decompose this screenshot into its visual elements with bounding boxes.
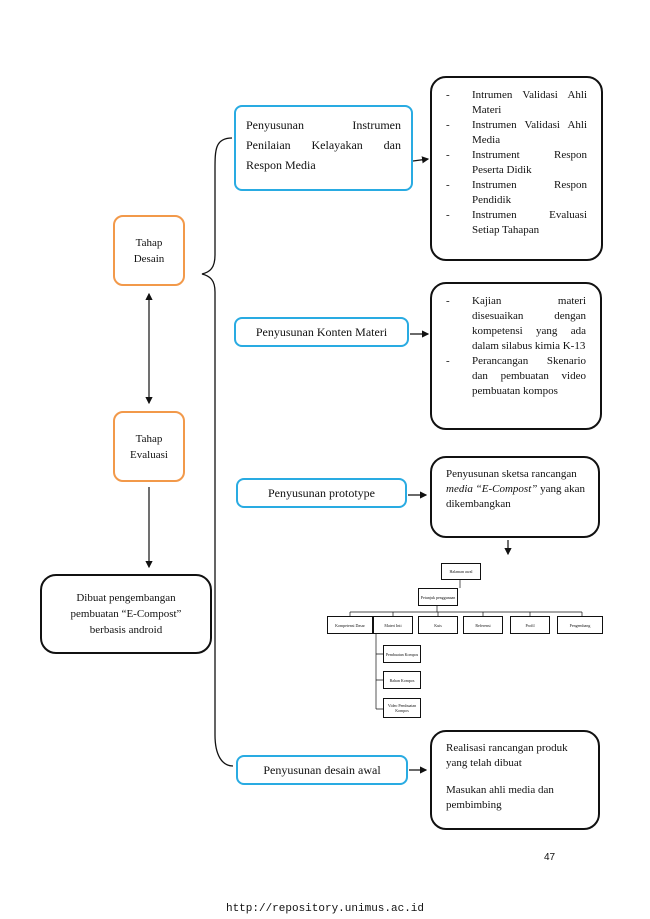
sketch-sub-label: Pembuatan Kompos xyxy=(385,651,419,657)
list-item: Instrument Respon Peserta Didik xyxy=(432,148,587,178)
sketch-row-item: Referensi xyxy=(463,616,503,634)
sketch-second: Petunjuk penggunaan xyxy=(418,588,458,606)
stage-desain-line2: Desain xyxy=(133,252,165,265)
sketch-sub-item: Video Pembuatan Kompos xyxy=(383,698,421,718)
sketch-second-label: Petunjuk penggunaan xyxy=(420,594,456,600)
sketch-row-item: Kuis xyxy=(418,616,458,634)
sketch-row-item: Kompetensi Dasar xyxy=(327,616,373,634)
step-desain-awal-text: Penyusunan desain awal xyxy=(263,763,381,777)
step-prototype: Penyusunan prototype xyxy=(236,478,407,508)
detail-konten: Kajian materi disesuaikan dengan kompete… xyxy=(430,282,602,430)
step-desain-awal: Penyusunan desain awal xyxy=(236,755,408,785)
sketch-top: Halaman awal xyxy=(441,563,481,580)
list-item: Kajian materi disesuaikan dengan kompete… xyxy=(432,294,586,354)
desain-awal-text-2: Masukan ahli media dan pembimbing xyxy=(446,784,554,811)
stage-evaluasi-line2: Evaluasi xyxy=(130,448,168,461)
sketch-sub-item: Bahan Kompos xyxy=(383,671,421,689)
prototype-text-media: media “E-Compost” xyxy=(446,483,538,495)
sketch-row-item: Pengembang xyxy=(557,616,603,634)
sketch-row-label: Kompetensi Dasar xyxy=(335,622,365,628)
sketch-sub-label: Video Pembuatan Kompos xyxy=(387,703,417,713)
sketch-sub-label: Bahan Kompos xyxy=(389,677,415,683)
step-konten-text: Penyusunan Konten Materi xyxy=(255,325,388,339)
sketch-row-label: Materi Inti xyxy=(384,622,402,628)
sketch-top-label: Halaman awal xyxy=(449,569,473,574)
sketch-tree-lines xyxy=(349,580,583,710)
sketch-row-item: Materi Inti xyxy=(373,616,413,634)
step-instrumen-text: Penyusunan Instrumen Penilaian Kelayakan… xyxy=(246,118,401,172)
sketch-row-item: Profil xyxy=(510,616,550,634)
detail-desain-awal: Realisasi rancangan produk yang telah di… xyxy=(430,730,600,830)
stage-evaluasi-line1: Tahap xyxy=(135,432,163,445)
step-prototype-text: Penyusunan prototype xyxy=(268,486,375,500)
page-number: 47 xyxy=(544,852,556,863)
list-item: Intrumen Validasi Ahli Materi xyxy=(432,88,587,118)
sketch-row-label: Profil xyxy=(525,622,535,628)
result-text: Dibuat pengembangan pembuatan “E-Compost… xyxy=(70,592,182,636)
stage-desain-line1: Tahap xyxy=(135,236,163,249)
list-item: Instrumen Validasi Ahli Media xyxy=(432,118,587,148)
desain-awal-text-1: Realisasi rancangan produk yang telah di… xyxy=(446,742,568,769)
detail-instrumen: Intrumen Validasi Ahli Materi Instrumen … xyxy=(430,76,603,261)
result-box: Dibuat pengembangan pembuatan “E-Compost… xyxy=(40,574,212,654)
sketch-row-label: Pengembang xyxy=(569,622,591,628)
footer-url: http://repository.unimus.ac.id xyxy=(225,903,425,915)
prototype-text-pre: Penyusunan sketsa rancangan xyxy=(446,468,577,480)
sketch-sub-item: Pembuatan Kompos xyxy=(383,645,421,663)
stage-desain: Tahap Desain xyxy=(113,215,185,286)
step-instrumen: Penyusunan Instrumen Penilaian Kelayakan… xyxy=(234,105,413,191)
step-konten: Penyusunan Konten Materi xyxy=(234,317,409,347)
sketch-row-label: Kuis xyxy=(434,622,442,628)
list-item: Perancangan Skenario dan pembuatan video… xyxy=(432,354,586,399)
konten-list: Kajian materi disesuaikan dengan kompete… xyxy=(432,294,586,399)
prototype-text-post: yang akan dikembangkan xyxy=(446,483,586,510)
instrumen-arrow xyxy=(412,156,430,164)
stage-evaluasi: Tahap Evaluasi xyxy=(113,411,185,482)
sketch-row-label: Referensi xyxy=(475,622,491,628)
list-item: Instrumen Evaluasi Setiap Tahapan xyxy=(432,208,587,238)
list-item: Instrumen Respon Pendidik xyxy=(432,178,587,208)
instrumen-list: Intrumen Validasi Ahli Materi Instrumen … xyxy=(432,88,587,238)
main-brace xyxy=(201,137,234,767)
detail-prototype: Penyusunan sketsa rancangan media “E-Com… xyxy=(430,456,600,538)
